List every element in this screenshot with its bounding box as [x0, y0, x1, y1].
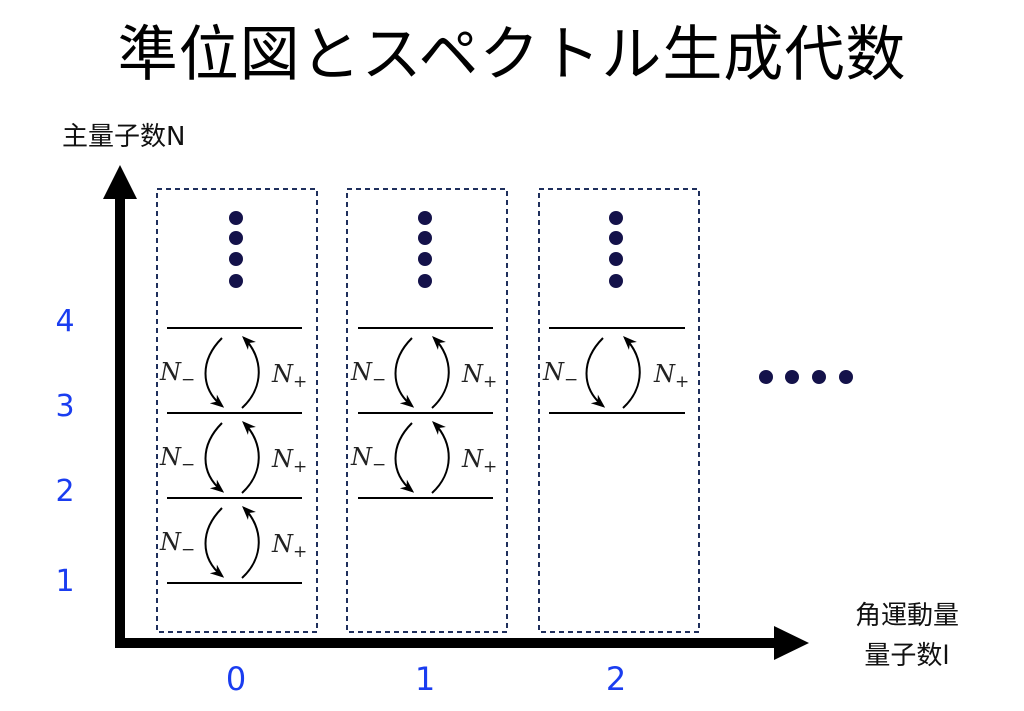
x-axis-label: 角運動量 量子数l [832, 596, 982, 676]
vertical-dots-l2 [609, 211, 623, 288]
x-tick-0: 0 [225, 660, 247, 698]
y-tick-4: 4 [55, 304, 75, 339]
raising-operator-label: N+ [653, 360, 689, 392]
lowering-operator-label: N− [350, 358, 386, 390]
raising-operator-label: N+ [271, 360, 307, 392]
lowering-operator-label: N− [542, 358, 578, 390]
x-axis-label-line2: 量子数l [864, 641, 950, 671]
transition-l0-4-3 [206, 338, 259, 408]
vertical-dots-l0 [229, 211, 243, 288]
column-box-l2 [538, 188, 700, 633]
lowering-operator-label: N− [159, 528, 195, 560]
levels-l1 [358, 327, 493, 499]
raising-operator-label: N+ [461, 445, 497, 477]
y-axis-label: 主量子数N [62, 122, 186, 152]
vertical-dots-l1 [418, 211, 432, 288]
column-box-l0 [156, 188, 318, 633]
y-tick-1: 1 [55, 564, 75, 599]
column-box-l1 [346, 188, 508, 633]
levels-l2 [549, 327, 685, 414]
raising-operator-label: N+ [271, 530, 307, 562]
x-tick-2: 2 [605, 660, 627, 698]
operator-labels: N− N+ N− N+ N− N+ N− N+ N− N+ N− N+ [159, 358, 689, 562]
levels-l0 [167, 327, 302, 584]
horizontal-dots [759, 370, 853, 384]
y-tick-3: 3 [55, 389, 75, 424]
diagram-title: 準位図とスペクトル生成代数 [117, 20, 907, 90]
x-tick-1: 1 [414, 660, 436, 698]
transition-l2-4-3 [587, 338, 640, 408]
lowering-operator-label: N− [350, 443, 386, 475]
lowering-operator-label: N− [159, 358, 195, 390]
transition-l1-3-2 [396, 423, 449, 493]
transition-l0-3-2 [206, 423, 259, 493]
raising-operator-label: N+ [461, 360, 497, 392]
transition-l1-4-3 [396, 338, 449, 408]
y-axis-arrow [103, 165, 137, 648]
y-tick-2: 2 [55, 474, 75, 509]
lowering-operator-label: N− [159, 443, 195, 475]
x-axis-arrow [115, 626, 809, 660]
x-axis-label-line1: 角運動量 [854, 601, 959, 631]
transition-l0-2-1 [206, 508, 259, 578]
raising-operator-label: N+ [271, 445, 307, 477]
